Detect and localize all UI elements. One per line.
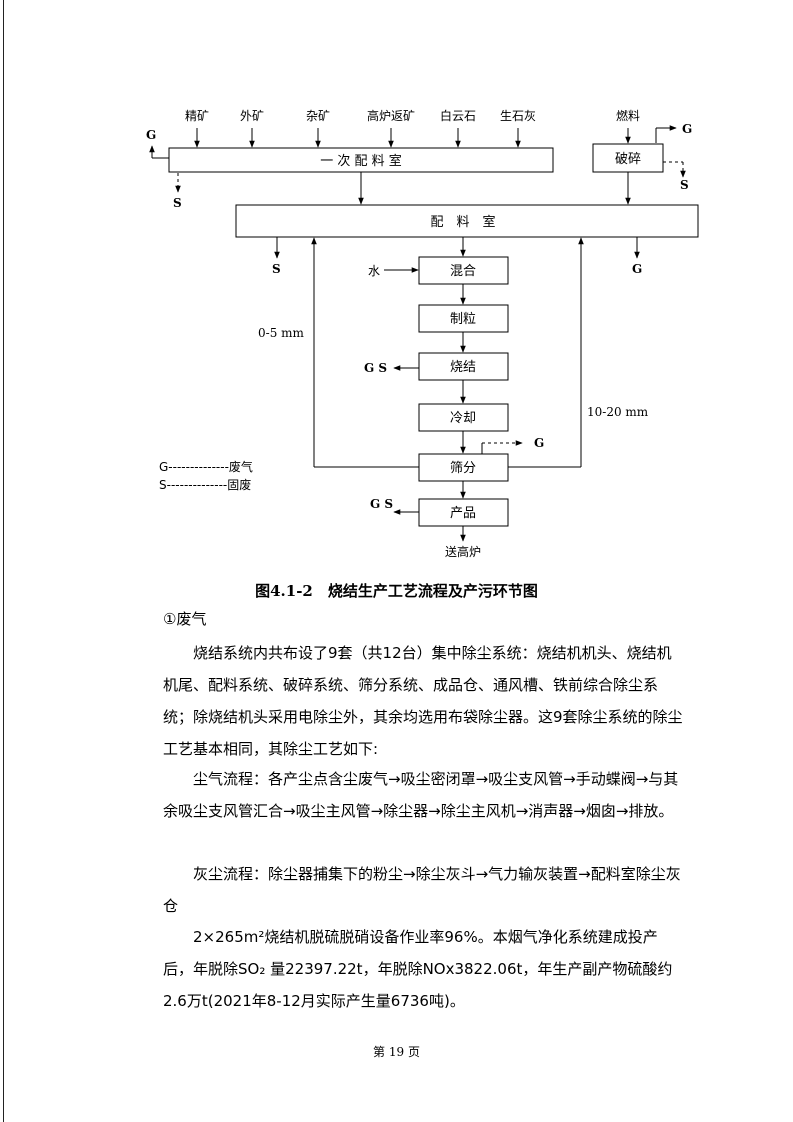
mixing-label: 混合 <box>450 264 476 279</box>
figure-caption: 图4.1-2 烧结生产工艺流程及产污环节图 <box>255 582 538 600</box>
fuel-label: 燃料 <box>616 108 640 123</box>
sintering-label: 烧结 <box>450 360 476 375</box>
water-label: 水 <box>368 264 380 278</box>
input-label-4: 高炉返矿 <box>367 108 415 123</box>
sintering-gs-mark: G S <box>364 361 387 375</box>
process-flow-diagram: 精矿 外矿 杂矿 高炉返矿 白云石 生石灰 燃料 一 次 配 料 室 破碎 配 … <box>146 108 699 559</box>
primary-room-label: 一 次 配 料 室 <box>320 153 402 169</box>
input-label-5: 白云石 <box>440 108 476 123</box>
to-furnace-label: 送高炉 <box>445 544 481 559</box>
product-gs-mark: G S <box>370 497 393 511</box>
paragraph-gas-flow: 尘气流程：各产尘点含尘废气→吸尘密闭罩→吸尘支风管→手动蝶阀→与其余吸尘支风管汇… <box>163 770 679 820</box>
cooling-label: 冷却 <box>450 411 476 426</box>
crusher-label: 破碎 <box>615 152 641 167</box>
paragraph-desulfurization: 2×265m²烧结机脱硫脱硝设备作业率96%。本烟气净化系统建成投产后，年脱除S… <box>163 928 673 1010</box>
pelletizing-label: 制粒 <box>450 312 476 327</box>
batching-room-s-mark: S <box>272 262 281 276</box>
input-label-2: 外矿 <box>240 109 264 123</box>
primary-room-g-mark: G <box>146 128 156 142</box>
legend-solid-waste: S--------------固废 <box>159 477 251 492</box>
left-margin-rule <box>3 0 4 1122</box>
coarse-size-label: 10-20 mm <box>587 405 649 419</box>
primary-room-s-mark: S <box>173 196 182 210</box>
batching-room-label: 配 料 室 <box>430 214 495 230</box>
fine-size-label: 0-5 mm <box>258 326 305 340</box>
input-label-6: 生石灰 <box>500 109 536 123</box>
screening-label: 筛分 <box>450 461 476 476</box>
section-title: ①废气 <box>163 610 207 628</box>
crusher-s-mark: S <box>680 178 689 192</box>
input-label-3: 杂矿 <box>306 109 330 123</box>
batching-room-g-mark: G <box>632 262 642 276</box>
product-label: 产品 <box>450 506 476 521</box>
crusher-g-mark: G <box>682 122 692 136</box>
paragraph-dust-flow: 灰尘流程：除尘器捕集下的粉尘→除尘灰斗→气力输灰装置→配料室除尘灰仓 <box>163 865 681 915</box>
paragraph-dust-systems: 烧结系统内共布设了9套（共12台）集中除尘系统：烧结机机头、烧结机机尾、配料系统… <box>163 644 683 758</box>
screening-g-mark: G <box>534 436 544 450</box>
batching-room-box <box>235 204 699 238</box>
legend-waste-gas: G--------------废气 <box>159 459 253 474</box>
page-number: 第 19 页 <box>373 1045 420 1059</box>
input-label-1: 精矿 <box>185 109 209 123</box>
